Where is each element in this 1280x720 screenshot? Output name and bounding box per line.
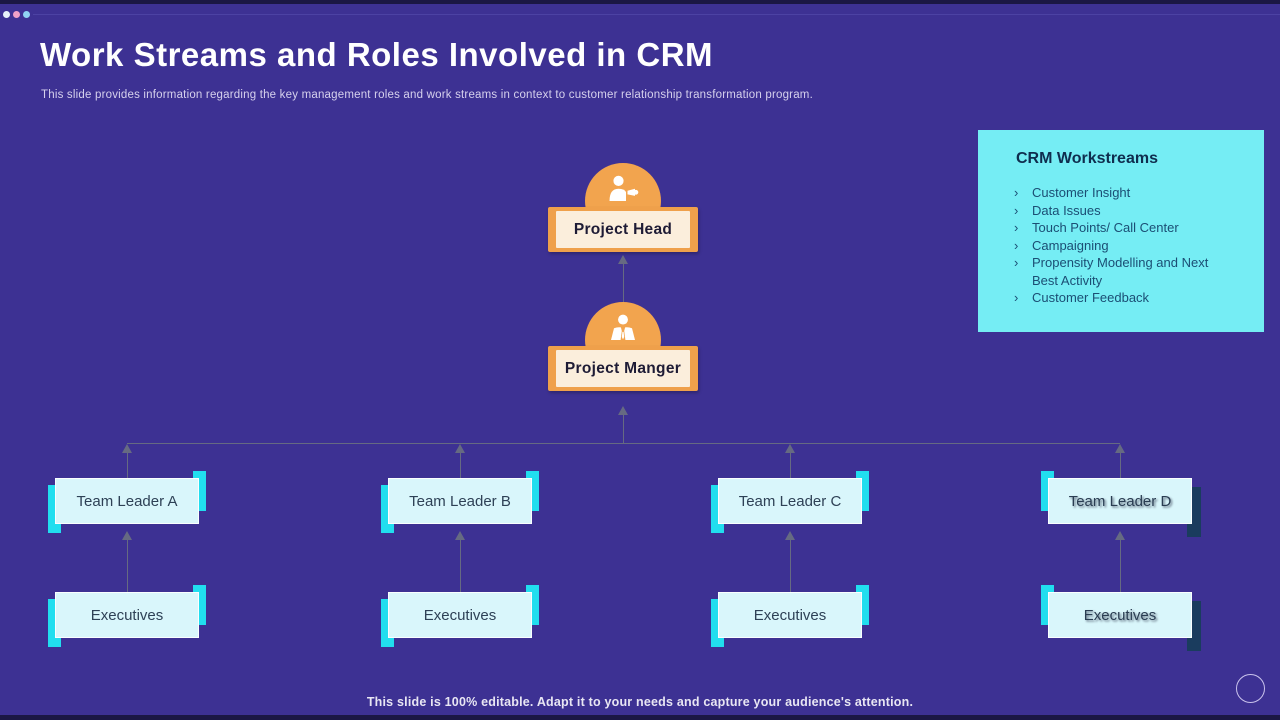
executives-b-label: Executives	[388, 592, 532, 638]
arrow-up-icon	[785, 444, 795, 453]
connector-line	[790, 539, 791, 592]
executives-a-label: Executives	[55, 592, 199, 638]
project-manager-card[interactable]: Project Manger	[548, 346, 698, 391]
workstreams-list-item: ›Data Issues	[1014, 202, 1101, 218]
arrow-up-icon	[122, 444, 132, 453]
team-leader-d-box[interactable]: Team Leader D	[1041, 471, 1201, 537]
arrow-up-icon	[785, 531, 795, 540]
crm-workstreams-panel: CRM Workstreams ›Customer Insight ›Data …	[978, 130, 1264, 332]
corner-circle-decoration	[1236, 674, 1265, 703]
footer-note: This slide is 100% editable. Adapt it to…	[366, 695, 914, 709]
chevron-bullet-icon: ›	[1014, 237, 1019, 253]
team-leader-b-label: Team Leader B	[388, 478, 532, 524]
arrow-up-icon	[455, 531, 465, 540]
businessman-icon	[611, 314, 635, 340]
page-subtitle: This slide provides information regardin…	[41, 89, 813, 101]
connector-line	[1120, 539, 1121, 592]
executives-b-box[interactable]: Executives	[381, 585, 539, 647]
page-title: Work Streams and Roles Involved in CRM	[40, 36, 714, 73]
executives-c-box[interactable]: Executives	[711, 585, 869, 647]
workstreams-panel-title: CRM Workstreams	[1016, 150, 1158, 167]
header-divider-line	[33, 14, 1280, 15]
team-leader-c-label: Team Leader C	[718, 478, 862, 524]
project-head-label: Project Head	[556, 211, 690, 248]
connector-line	[127, 452, 128, 478]
top-edge-bar	[0, 0, 1280, 4]
window-dot-1[interactable]	[3, 11, 10, 18]
workstreams-list-item: ›Customer Insight	[1014, 185, 1131, 200]
chevron-bullet-icon: ›	[1014, 255, 1019, 270]
bottom-edge-bar	[0, 715, 1280, 720]
chevron-bullet-icon: ›	[1014, 220, 1019, 235]
chevron-bullet-icon: ›	[1014, 290, 1019, 305]
window-dot-2[interactable]	[13, 11, 20, 18]
executives-a-box[interactable]: Executives	[48, 585, 206, 647]
person-announce-icon	[609, 175, 639, 201]
project-head-card[interactable]: Project Head	[548, 207, 698, 252]
team-leader-c-box[interactable]: Team Leader C	[711, 471, 869, 533]
connector-line	[460, 452, 461, 478]
workstreams-list-item: ›Campaigning	[1014, 237, 1109, 253]
arrow-up-icon	[1115, 444, 1125, 453]
connector-line	[623, 263, 624, 304]
workstreams-list: ›Customer Insight ›Data Issues ›Touch Po…	[1014, 184, 1240, 307]
executives-d-box[interactable]: Executives	[1041, 585, 1201, 651]
chevron-bullet-icon: ›	[1014, 185, 1019, 200]
connector-line	[460, 539, 461, 592]
connector-line	[790, 452, 791, 478]
connector-line	[127, 539, 128, 592]
executives-d-label: Executives	[1048, 592, 1192, 638]
arrow-up-icon	[1115, 531, 1125, 540]
project-manager-label: Project Manger	[556, 350, 690, 387]
team-leader-a-box[interactable]: Team Leader A	[48, 471, 206, 533]
workstreams-list-item: ›Propensity Modelling and Next Best Acti…	[1014, 255, 1209, 288]
team-leader-d-label: Team Leader D	[1048, 478, 1192, 524]
connector-rail	[127, 443, 1120, 444]
chevron-bullet-icon: ›	[1014, 202, 1019, 218]
workstreams-list-item: ›Customer Feedback	[1014, 290, 1150, 305]
workstreams-list-item: ›Touch Points/ Call Center	[1014, 220, 1179, 235]
window-dot-3[interactable]	[23, 11, 30, 18]
team-leader-b-box[interactable]: Team Leader B	[381, 471, 539, 533]
arrow-up-icon	[618, 406, 628, 415]
connector-line	[623, 414, 624, 443]
arrow-up-icon	[618, 255, 628, 264]
arrow-up-icon	[122, 531, 132, 540]
executives-c-label: Executives	[718, 592, 862, 638]
connector-line	[1120, 452, 1121, 478]
arrow-up-icon	[455, 444, 465, 453]
team-leader-a-label: Team Leader A	[55, 478, 199, 524]
